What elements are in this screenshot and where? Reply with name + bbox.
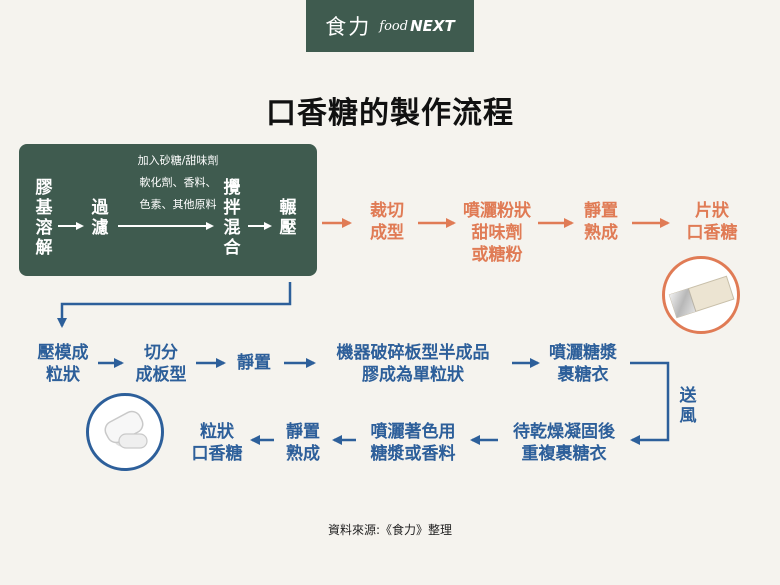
step-spray-color: 噴灑著色用 糖漿或香料: [370, 422, 456, 464]
brand-cn: 食力: [325, 15, 372, 39]
brand-logo: 食力 food NEXT: [306, 0, 474, 52]
step-rest-mature-2: 靜置 熟成: [286, 422, 320, 464]
note-line-1: 加入砂糖/甜味劑: [137, 154, 219, 167]
step-divide-board: 切分 成板型: [135, 343, 187, 385]
step-mix: 攪拌混合: [223, 178, 241, 258]
step-press-pellet: 壓模成 粒狀: [37, 343, 89, 385]
product-pellet-gum: 粒狀 口香糖: [191, 422, 243, 464]
brand-next: NEXT: [410, 17, 455, 35]
air-blow-label: 送風: [679, 386, 697, 426]
sheet-gum-image: [662, 256, 740, 334]
base-process-box: [19, 144, 317, 276]
step-filter: 過濾: [91, 198, 109, 238]
source-note: 資料來源:《食力》整理: [327, 523, 453, 537]
page-title: 口香糖的製作流程: [266, 96, 514, 131]
step-base-dissolve: 膠基溶解: [35, 178, 53, 258]
sheet-gum-icon: [668, 275, 735, 319]
product-sheet-gum: 片狀 口香糖: [686, 201, 738, 243]
step-dry-recoat: 待乾燥凝固後 重複裹糖衣: [513, 422, 615, 464]
step-spray-powder: 噴灑粉狀 甜味劑 或糖粉: [463, 201, 531, 265]
pellet-gum-image: [86, 393, 164, 471]
step-machine-break: 機器破碎板型半成品 膠成為單粒狀: [336, 343, 490, 385]
step-rest-mature: 靜置 熟成: [584, 201, 618, 243]
note-line-3: 色素、其他原料: [139, 198, 217, 211]
note-line-2: 軟化劑、香料、: [139, 176, 217, 189]
step-cut-shape: 裁切 成型: [370, 201, 404, 243]
brand-food: food: [379, 18, 409, 34]
step-spray-syrup: 噴灑糖漿 裹糖衣: [549, 343, 617, 385]
pellet-gum-icon: [104, 410, 148, 449]
step-roll: 輾壓: [279, 198, 297, 238]
step-rest: 靜置: [237, 353, 271, 373]
